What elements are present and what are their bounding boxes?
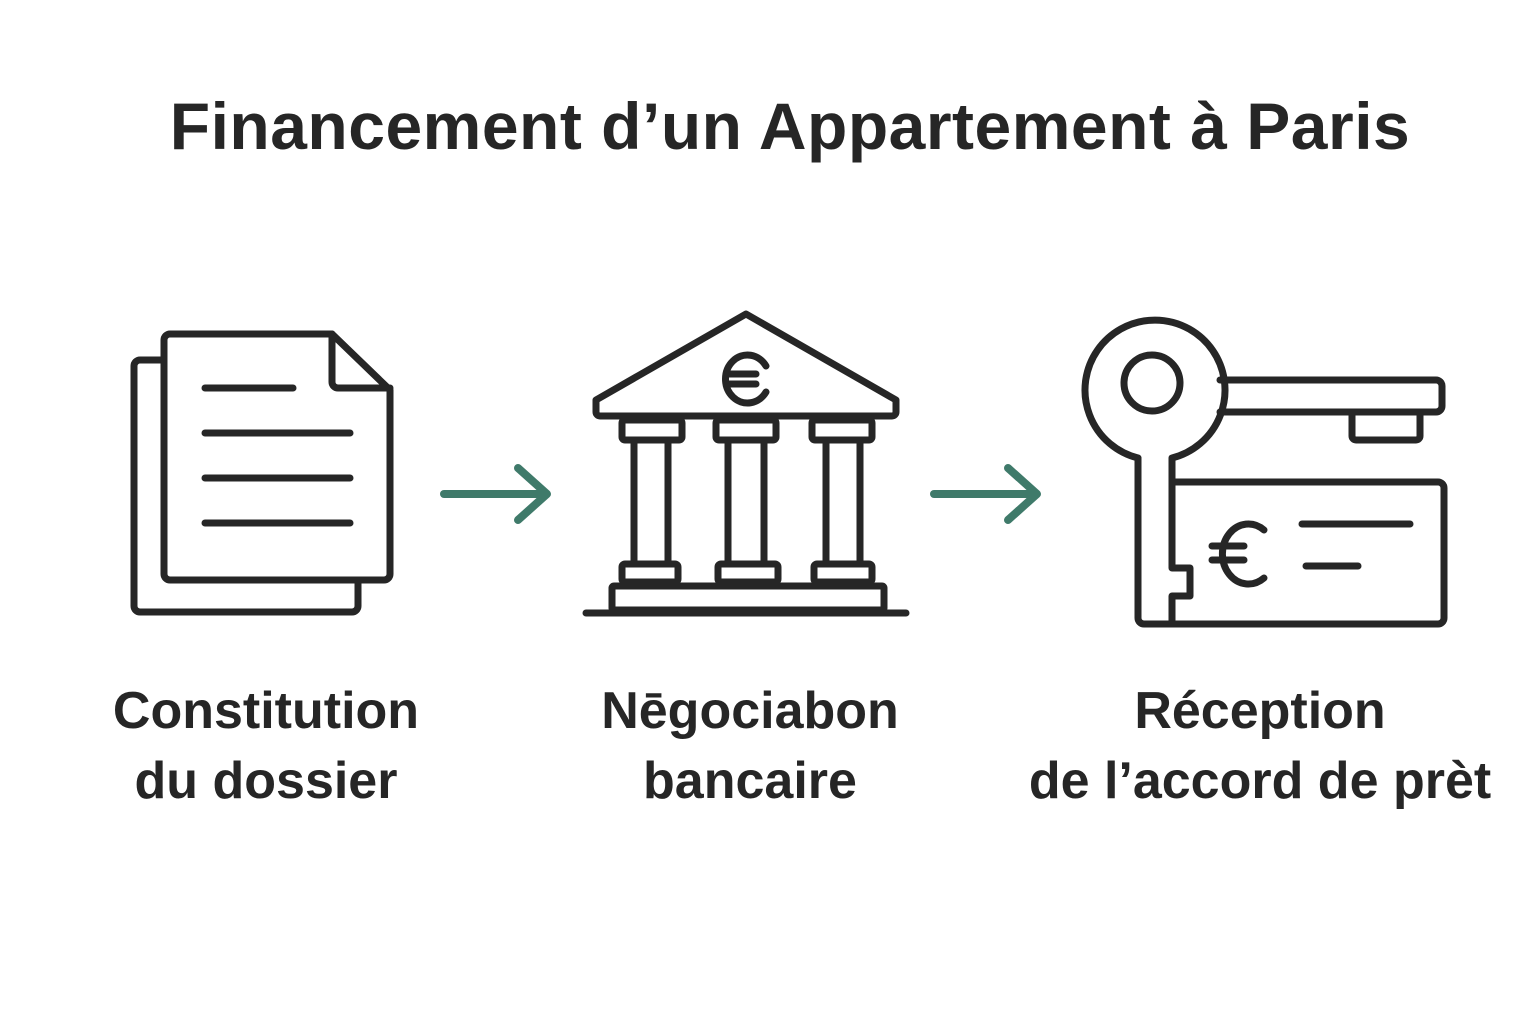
step-label-negociation: Nēgociabon bancaire (601, 682, 899, 810)
step-label-constitution: Constitution du dossier (112, 682, 420, 810)
arrow-right-icon (440, 464, 551, 524)
key-and-euro-card-icon (1081, 316, 1448, 628)
bank-euro-icon (582, 310, 910, 617)
arrow-right-icon (930, 464, 1041, 524)
diagram-title: Financement d’un Appartement à Paris (169, 89, 1411, 163)
document-stack-icon (130, 330, 394, 616)
step-label-reception: Réception de l’accord de prèt (1028, 682, 1492, 810)
